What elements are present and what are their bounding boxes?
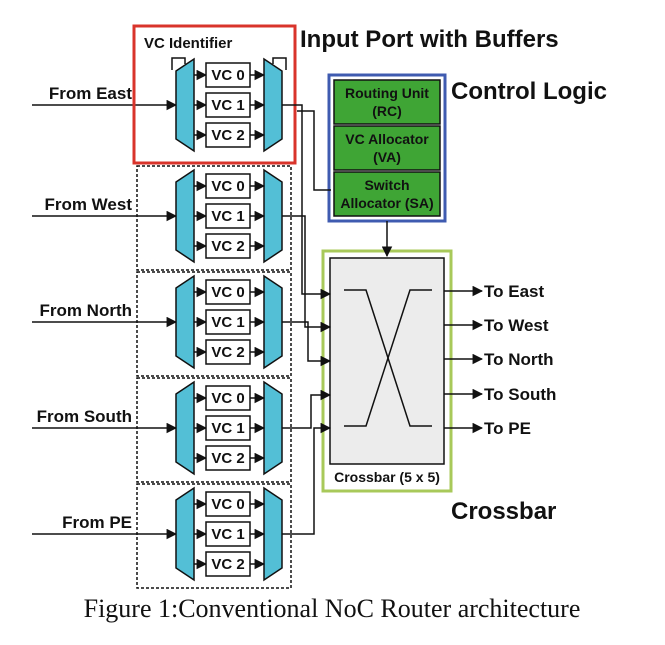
vc-buffer-label: VC 0	[211, 67, 244, 84]
control-unit-box	[333, 171, 441, 217]
port-to-crossbar-wire	[282, 422, 332, 535]
input-label: From South	[37, 407, 132, 426]
output-label: To PE	[484, 419, 531, 438]
vc-identifier-label: VC Identifier	[144, 35, 233, 52]
vc-buffer-label: VC 0	[211, 284, 244, 301]
vc-buffer-label: VC 2	[211, 556, 244, 573]
input-port-frame	[136, 165, 292, 271]
output-label: To West	[484, 316, 549, 335]
demux-shape	[175, 380, 195, 476]
port-to-crossbar-wire	[282, 321, 332, 367]
vc-buffer-label: VC 1	[211, 97, 244, 114]
mux-shape	[263, 380, 283, 476]
input-port-3: From South VC 0 VC 1 VC 2	[32, 377, 292, 483]
crossbar-outputs: To East To West To North To South To PE	[444, 282, 556, 438]
crossbar-title: Crossbar	[451, 498, 556, 525]
input-ports: From East VC 0 VC 1 VC 2 From West VC 0 VC 1 VC…	[32, 57, 292, 589]
vc-buffer-label: VC 2	[211, 238, 244, 255]
vc-id-feedback-right	[272, 57, 287, 70]
vc-buffer-label: VC 1	[211, 526, 244, 543]
input-label: From North	[39, 301, 132, 320]
input-label: From West	[44, 195, 132, 214]
output-label: To South	[484, 385, 556, 404]
vc-buffer-label: VC 0	[211, 390, 244, 407]
vc-buffer-box	[205, 339, 251, 365]
control-units: Routing Unit (RC) VC Allocator (VA) SwitchAl…	[333, 79, 441, 217]
input-port-frame	[136, 271, 292, 377]
demux-shape	[175, 274, 195, 370]
vc-buffer-label: VC 0	[211, 178, 244, 195]
route-to-rc-link	[297, 110, 331, 191]
port-to-crossbar-wire	[282, 215, 332, 333]
input-port-frame	[136, 483, 292, 589]
vc-buffer-label: VC 0	[211, 496, 244, 513]
input-port-4: From PE VC 0 VC 1 VC 2	[32, 483, 292, 589]
input-port-frame	[136, 377, 292, 483]
input-port-highlight	[132, 24, 297, 165]
input-port-2: From North VC 0 VC 1 VC 2	[32, 271, 292, 377]
demux-shape	[175, 57, 195, 153]
vc-id-feedback-left	[171, 57, 186, 70]
port-to-crossbar-wire	[282, 389, 332, 429]
mux-shape	[263, 168, 283, 264]
crossbar-line-up	[344, 289, 432, 427]
input-label: From PE	[62, 513, 132, 532]
control-unit-box	[333, 79, 441, 125]
mux-shape	[263, 57, 283, 153]
vc-buffer-box	[205, 173, 251, 199]
input-port-1: From West VC 0 VC 1 VC 2	[32, 165, 292, 271]
vc-buffer-box	[205, 309, 251, 335]
control-unit-line1: Routing Unit	[345, 85, 429, 101]
vc-buffer-label: VC 2	[211, 127, 244, 144]
crossbar-size-label: Crossbar (5 x 5)	[334, 469, 440, 485]
vc-buffer-label: VC 2	[211, 344, 244, 361]
control-unit-line2: (VA)	[373, 149, 401, 165]
vc-buffer-label: VC 2	[211, 450, 244, 467]
demux-shape	[175, 486, 195, 582]
vc-buffer-box	[205, 385, 251, 411]
vc-buffer-box	[205, 445, 251, 471]
vc-buffer-label: VC 1	[211, 314, 244, 331]
demux-shape	[175, 168, 195, 264]
input-label: From East	[49, 84, 132, 103]
port-to-crossbar-wire	[282, 104, 332, 300]
vc-buffer-box	[205, 491, 251, 517]
control-unit-line2: Allocator (SA)	[340, 195, 433, 211]
control-unit-box	[333, 125, 441, 171]
vc-buffer-box	[205, 521, 251, 547]
mux-shape	[263, 274, 283, 370]
output-label: To East	[484, 282, 544, 301]
input-port-0: From East VC 0 VC 1 VC 2	[32, 57, 287, 153]
mux-shape	[263, 486, 283, 582]
output-label: To North	[484, 350, 554, 369]
vc-buffer-label: VC 1	[211, 208, 244, 225]
port-to-crossbar-wires	[282, 104, 332, 535]
vc-buffer-box	[205, 92, 251, 118]
control-logic-title: Control Logic	[451, 78, 607, 105]
control-unit-line2: (RC)	[372, 103, 402, 119]
vc-buffer-label: VC 1	[211, 420, 244, 437]
figure-caption: Figure 1:Conventional NoC Router archite…	[84, 594, 581, 623]
control-unit-line1: VC Allocator	[345, 131, 429, 147]
control-unit-line1: Switch	[364, 177, 409, 193]
input-port-title: Input Port with Buffers	[300, 26, 559, 53]
crossbar-switch-lines	[344, 289, 432, 427]
